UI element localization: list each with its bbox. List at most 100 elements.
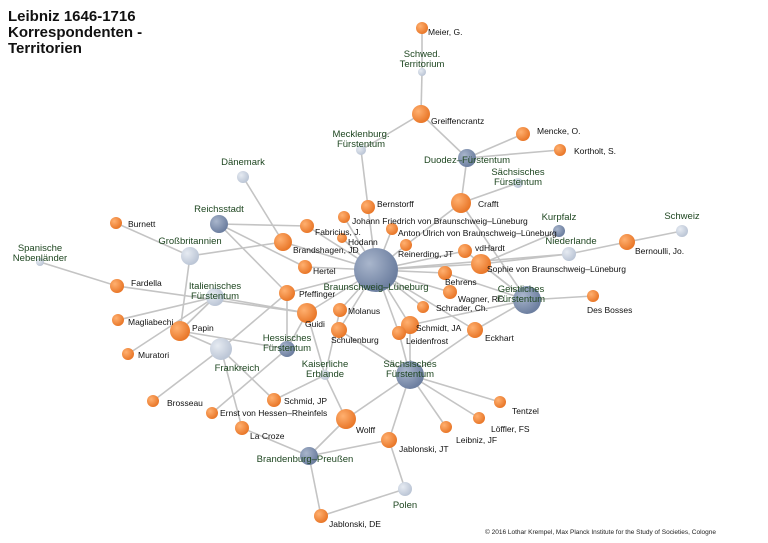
node-label-schweiz: Schweiz bbox=[664, 211, 700, 222]
node-label-duodez: Duodez–Fürstentum bbox=[424, 155, 510, 166]
node-papin[interactable] bbox=[170, 321, 190, 341]
node-label-sophie: Sophie von Braunschweig–Lüneburg bbox=[487, 264, 626, 274]
node-mencke[interactable] bbox=[516, 127, 530, 141]
node-bl[interactable] bbox=[354, 248, 398, 292]
node-brosseau[interactable] bbox=[147, 395, 159, 407]
edge-frank-schmidjp bbox=[220, 348, 275, 401]
edge-hess-papin bbox=[179, 330, 288, 350]
node-label-bernoulli: Bernoulli, Jo. bbox=[635, 246, 684, 256]
node-daen[interactable] bbox=[237, 171, 249, 183]
node-jablonskijt[interactable] bbox=[381, 432, 397, 448]
node-label-pfeffinger: Pfeffinger bbox=[299, 289, 335, 299]
node-geist[interactable] bbox=[513, 286, 541, 314]
node-label-burnett: Burnett bbox=[128, 219, 156, 229]
node-meck[interactable] bbox=[356, 145, 366, 155]
node-magliabechi[interactable] bbox=[112, 314, 124, 326]
node-brand[interactable] bbox=[300, 447, 318, 465]
node-jablonskide[interactable] bbox=[314, 509, 328, 523]
node-johannf[interactable] bbox=[338, 211, 350, 223]
node-label-kortholt: Kortholt, S. bbox=[574, 146, 616, 156]
node-desbosses[interactable] bbox=[587, 290, 599, 302]
node-label-frank: Frankreich bbox=[215, 363, 260, 374]
node-kortholt[interactable] bbox=[554, 144, 566, 156]
node-antonu[interactable] bbox=[386, 223, 398, 235]
edge-ital-magliabechi bbox=[117, 296, 216, 321]
edge-ital-muratori bbox=[127, 296, 216, 355]
node-saechs2[interactable] bbox=[513, 178, 523, 188]
node-burnett[interactable] bbox=[110, 217, 122, 229]
node-label-jablonskide: Jablonski, DE bbox=[329, 519, 381, 529]
edge-hess-ernst bbox=[211, 348, 288, 414]
node-reinerding[interactable] bbox=[400, 239, 412, 251]
edge-polen-jablonskijt bbox=[388, 439, 406, 490]
node-label-polen: Polen bbox=[393, 500, 417, 511]
node-label-schulenburg: Schulenburg bbox=[331, 335, 379, 345]
node-leibnizjf[interactable] bbox=[440, 421, 452, 433]
node-schweiz[interactable] bbox=[676, 225, 688, 237]
node-label-hertel: Hertel bbox=[313, 266, 336, 276]
node-brandsh[interactable] bbox=[274, 233, 292, 251]
node-kurpfalz[interactable] bbox=[553, 225, 565, 237]
node-vdhardt[interactable] bbox=[458, 244, 472, 258]
node-saechs[interactable] bbox=[396, 361, 424, 389]
edge-brand-jablonskijt bbox=[308, 439, 390, 457]
node-wolff[interactable] bbox=[336, 409, 356, 429]
edge-saechs-tentzel bbox=[409, 374, 501, 403]
node-spanisch[interactable] bbox=[36, 258, 44, 266]
node-loeffler[interactable] bbox=[473, 412, 485, 424]
node-label-loeffler: Löffler, FS bbox=[491, 424, 530, 434]
node-pfeffinger[interactable] bbox=[279, 285, 295, 301]
node-schrader[interactable] bbox=[417, 301, 429, 313]
edge-reichs-fabricius bbox=[218, 223, 308, 227]
edge-mencke-duodez bbox=[466, 133, 524, 159]
node-hess[interactable] bbox=[279, 341, 295, 357]
node-crafft[interactable] bbox=[451, 193, 471, 213]
node-bernoulli[interactable] bbox=[619, 234, 635, 250]
node-bernstorff[interactable] bbox=[361, 200, 375, 214]
node-behrens[interactable] bbox=[438, 266, 452, 280]
node-reichs[interactable] bbox=[210, 215, 228, 233]
node-guidi[interactable] bbox=[297, 303, 317, 323]
node-ernst[interactable] bbox=[206, 407, 218, 419]
node-label-guidi: Guidi bbox=[305, 319, 325, 329]
node-label-vdhardt: vdHardt bbox=[475, 243, 505, 253]
edge-brand-lacroze bbox=[241, 427, 310, 457]
node-label-wagner: Wagner, RC bbox=[458, 294, 504, 304]
node-tentzel[interactable] bbox=[494, 396, 506, 408]
node-kaiser[interactable] bbox=[320, 370, 330, 380]
node-niederl[interactable] bbox=[562, 247, 576, 261]
edge-kaiser-molanus bbox=[324, 309, 341, 376]
node-label-kurpfalz: Kurpfalz bbox=[542, 212, 577, 223]
node-fardella[interactable] bbox=[110, 279, 124, 293]
node-schwed[interactable] bbox=[418, 68, 426, 76]
node-label-leidenfrost: Leidenfrost bbox=[406, 336, 449, 346]
node-sophie[interactable] bbox=[471, 254, 491, 274]
node-meier[interactable] bbox=[416, 22, 428, 34]
node-label-brandsh: Brandshagen, JD bbox=[293, 245, 359, 255]
node-label-bernstorff: Bernstorff bbox=[377, 199, 414, 209]
node-eckhart[interactable] bbox=[467, 322, 483, 338]
node-wagner[interactable] bbox=[443, 285, 457, 299]
node-label-desbosses: Des Bosses bbox=[587, 305, 632, 315]
node-schulenburg[interactable] bbox=[331, 322, 347, 338]
node-muratori[interactable] bbox=[122, 348, 134, 360]
node-ital[interactable] bbox=[206, 288, 224, 306]
node-duodez[interactable] bbox=[458, 149, 476, 167]
node-label-daen: Dänemark bbox=[221, 157, 265, 168]
node-label-mencke: Mencke, O. bbox=[537, 126, 580, 136]
node-hodann[interactable] bbox=[337, 233, 347, 243]
node-leidenfrost[interactable] bbox=[392, 326, 406, 340]
node-schmidtja[interactable] bbox=[401, 316, 419, 334]
node-schmidjp[interactable] bbox=[267, 393, 281, 407]
edge-schweiz-bernoulli bbox=[626, 230, 683, 243]
node-lacroze[interactable] bbox=[235, 421, 249, 435]
node-molanus[interactable] bbox=[333, 303, 347, 317]
node-frank[interactable] bbox=[210, 338, 232, 360]
node-gb[interactable] bbox=[181, 247, 199, 265]
node-greiff[interactable] bbox=[412, 105, 430, 123]
node-hertel[interactable] bbox=[298, 260, 312, 274]
node-fabricius[interactable] bbox=[300, 219, 314, 233]
node-polen[interactable] bbox=[398, 482, 412, 496]
